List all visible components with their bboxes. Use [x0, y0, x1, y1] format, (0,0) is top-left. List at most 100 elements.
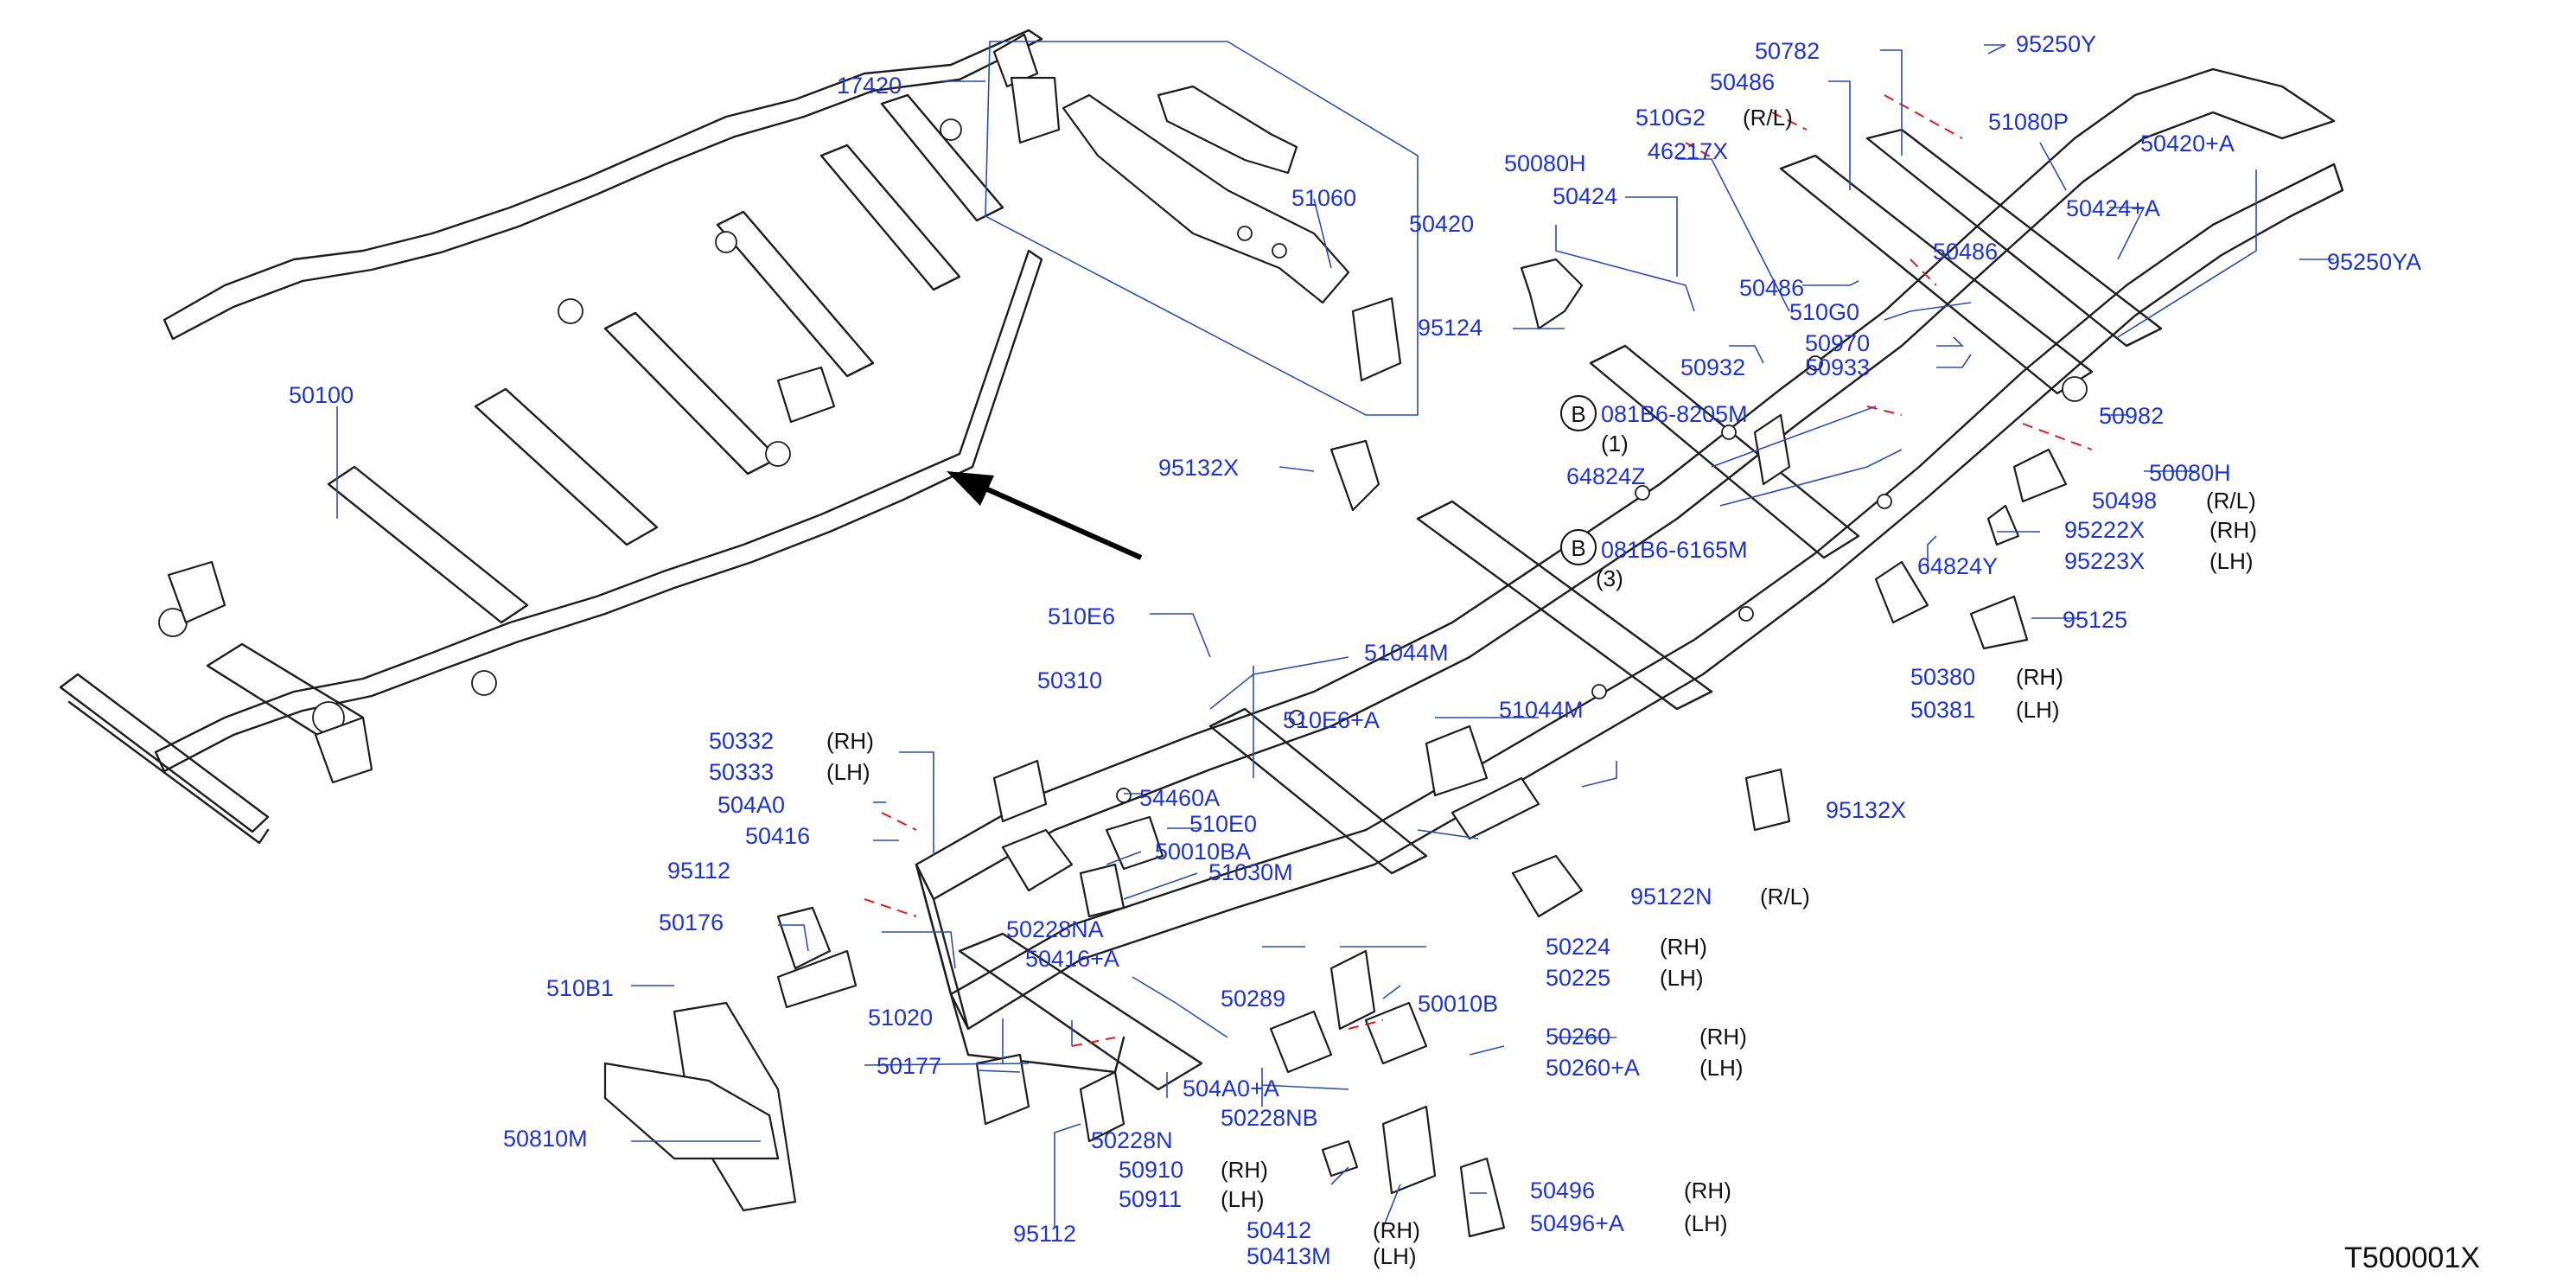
- part-50911: 50911: [1119, 1186, 1182, 1212]
- part-50932: 50932: [1680, 354, 1745, 380]
- part-510G2: 510G2: [1636, 105, 1706, 131]
- part-95223X: 95223X: [2064, 548, 2145, 574]
- part-64824Z: 64824Z: [1566, 463, 1646, 489]
- part-50416: 50416: [745, 823, 810, 849]
- part-50486-b: 50486: [1933, 239, 1998, 265]
- part-50260: 50260: [1546, 1024, 1610, 1050]
- part-95250YA: 95250YA: [2327, 249, 2421, 275]
- part-50970: 50970: [1805, 330, 1870, 356]
- leader-lines: [336, 44, 2334, 1229]
- part-50424: 50424: [1553, 183, 1617, 209]
- part-50420-a: 50420+A: [2140, 131, 2235, 156]
- qualifier-50413M: (LH): [1373, 1243, 1417, 1269]
- part-510B1: 510B1: [546, 975, 614, 1001]
- qualifier-50412: (RH): [1373, 1217, 1420, 1243]
- part-510G0: 510G0: [1789, 299, 1859, 325]
- part-50228NB: 50228NB: [1221, 1105, 1318, 1131]
- part-95124: 95124: [1418, 315, 1482, 341]
- svg-text:B: B: [1571, 401, 1585, 427]
- part-50933: 50933: [1805, 354, 1870, 380]
- qualifier-50260-a: (LH): [1699, 1055, 1744, 1081]
- part-50310: 50310: [1037, 667, 1102, 693]
- qualifier-50380: (RH): [2016, 664, 2063, 690]
- qualifier-50496-a: (LH): [1684, 1210, 1728, 1236]
- part-51030M: 51030M: [1208, 859, 1293, 885]
- part-50486-c: 50486: [1739, 275, 1804, 301]
- part-51080P: 51080P: [1988, 109, 2069, 135]
- part-50080H-a: 50080H: [1504, 150, 1586, 176]
- part-50810M: 50810M: [503, 1126, 588, 1152]
- part-95132X-b: 95132X: [1826, 797, 1906, 823]
- part-95122N: 95122N: [1630, 884, 1712, 910]
- part-50496-a: 50496+A: [1530, 1210, 1624, 1236]
- qualifier-50332: (RH): [826, 728, 874, 754]
- part-510E0: 510E0: [1189, 811, 1257, 837]
- part-50010BA: 50010BA: [1155, 839, 1251, 865]
- qualifier-95223X: (LH): [2209, 548, 2254, 574]
- part-50176: 50176: [659, 910, 724, 935]
- part-50416-a: 50416+A: [1025, 946, 1119, 972]
- part-50332: 50332: [709, 728, 774, 754]
- part-50380: 50380: [1910, 664, 1975, 690]
- part-51044M-a: 51044M: [1364, 640, 1449, 666]
- frame-assembly-illustration: [59, 29, 1043, 845]
- part-95222X: 95222X: [2064, 517, 2145, 543]
- qualifier-95222X: (RH): [2209, 517, 2257, 543]
- part-50100: 50100: [289, 382, 354, 408]
- callout-b-upper: B: [1560, 395, 1597, 431]
- part-510E6: 510E6: [1048, 603, 1115, 629]
- part-50381: 50381: [1910, 697, 1975, 723]
- part-95112-b: 95112: [1013, 1221, 1076, 1247]
- part-95112-a: 95112: [667, 858, 730, 884]
- part-95132X-a: 95132X: [1158, 455, 1239, 481]
- part-95125: 95125: [2063, 607, 2127, 633]
- qualifier-50911: (LH): [1221, 1186, 1265, 1212]
- part-50498: 50498: [2092, 488, 2157, 514]
- part-50260-a: 50260+A: [1546, 1055, 1640, 1081]
- qualifier-95122N: (R/L): [1760, 884, 1810, 910]
- part-51044M-b: 51044M: [1499, 697, 1584, 723]
- part-50228NA: 50228NA: [1006, 916, 1104, 942]
- qualifier-50224: (RH): [1660, 934, 1707, 960]
- qualifier-081B6-8205M: (1): [1601, 431, 1629, 456]
- part-50782: 50782: [1755, 38, 1820, 64]
- qualifier-labels: (R/L) (1) (3) (R/L) (RH) (LH) (RH) (LH) …: [826, 105, 2257, 1269]
- part-50910: 50910: [1119, 1157, 1183, 1183]
- svg-text:B: B: [1571, 535, 1585, 561]
- diagram-code: T500001X: [2344, 1242, 2480, 1274]
- part-46217X: 46217X: [1648, 138, 1728, 164]
- part-50289: 50289: [1221, 986, 1285, 1012]
- part-50177: 50177: [877, 1053, 941, 1079]
- inset-exploded-box: [985, 41, 1419, 416]
- part-95250Y: 95250Y: [2016, 31, 2096, 57]
- part-51060: 51060: [1291, 185, 1356, 211]
- part-50982: 50982: [2099, 403, 2164, 429]
- part-50333: 50333: [709, 759, 774, 785]
- qualifier-50381: (LH): [2016, 697, 2060, 723]
- direction-arrow-left: [947, 471, 1143, 560]
- part-081B6-8205M: 081B6-8205M: [1601, 401, 1748, 427]
- part-51020: 51020: [868, 1005, 933, 1031]
- part-54460A: 54460A: [1139, 785, 1220, 811]
- part-50424-a: 50424+A: [2066, 195, 2160, 221]
- callout-b-lower: B: [1560, 529, 1597, 565]
- part-50496: 50496: [1530, 1178, 1595, 1203]
- part-labels: 50782 95250Y 50486 510G2 51080P 17420 46…: [289, 31, 2421, 1269]
- part-64824Y: 64824Y: [1917, 553, 1998, 579]
- qualifier-510G2: (R/L): [1743, 105, 1793, 131]
- qualifier-50333: (LH): [826, 759, 870, 785]
- exploded-frame-illustration: [603, 67, 2344, 1238]
- part-081B6-6165M: 081B6-6165M: [1601, 537, 1748, 563]
- part-50225: 50225: [1546, 965, 1610, 991]
- part-50224: 50224: [1546, 934, 1610, 960]
- qualifier-50260: (RH): [1699, 1024, 1747, 1050]
- part-50486-a: 50486: [1710, 69, 1775, 95]
- part-50413M: 50413M: [1247, 1243, 1331, 1269]
- part-50412: 50412: [1247, 1217, 1311, 1243]
- part-504A0-a: 504A0+A: [1183, 1076, 1279, 1101]
- qualifier-50498: (R/L): [2206, 488, 2256, 514]
- part-510E6-a: 510E6+A: [1283, 707, 1380, 733]
- qualifier-50910: (RH): [1221, 1157, 1268, 1183]
- part-50420: 50420: [1409, 211, 1474, 237]
